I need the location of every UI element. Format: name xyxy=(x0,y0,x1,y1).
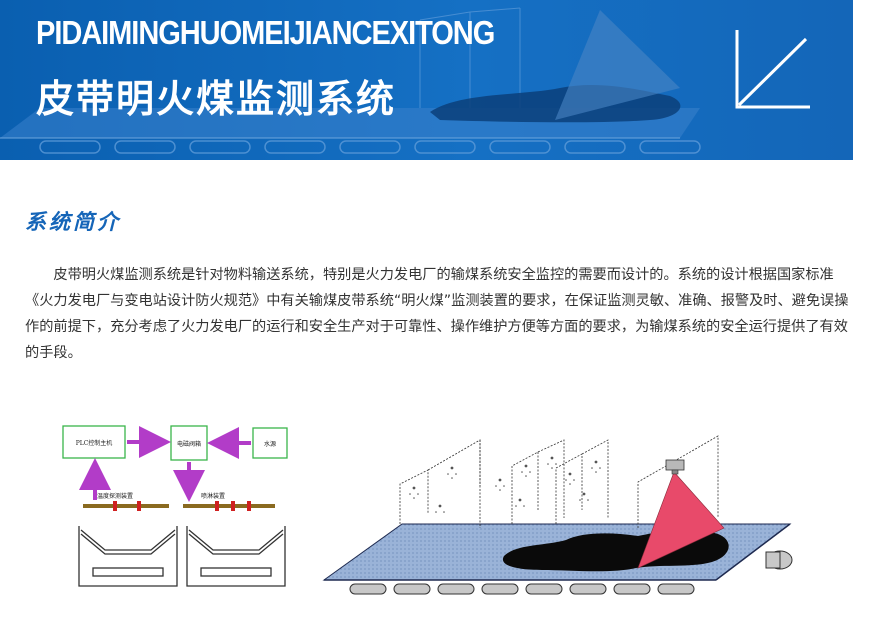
rollers xyxy=(349,583,695,595)
plc-box: PLC控制主机 xyxy=(62,425,126,459)
plc-label: PLC控制主机 xyxy=(76,439,113,447)
detector-label: 温度探测装置 xyxy=(97,492,133,500)
water-label: 水源 xyxy=(264,440,276,448)
flame-detector-icon xyxy=(665,459,685,475)
header-banner: PIDAIMINGHUOMEIJIANCEXITONG 皮带明火煤监测系统 xyxy=(0,0,853,160)
spray-pipe xyxy=(183,501,275,511)
conveyor-cross-section-right xyxy=(186,526,286,587)
conveyor-cross-section-left xyxy=(78,526,178,587)
banner-title: 皮带明火煤监测系统 xyxy=(36,77,397,121)
section-heading: 系统简介 xyxy=(25,210,121,234)
spray-label: 喷淋装置 xyxy=(201,492,225,500)
system-schematic-diagram: PLC控制主机 电磁阀箱 水源 温度探测装置 喷淋装置 xyxy=(62,425,288,587)
spray-nozzles xyxy=(409,456,601,513)
flame-detection-cone xyxy=(637,471,725,569)
intro-paragraph: 皮带明火煤监测系统是针对物料输送系统，特别是火力发电厂的输煤系统安全监控的需要而… xyxy=(25,267,849,361)
banner-background-illustration xyxy=(0,7,701,154)
water-box: 水源 xyxy=(252,427,288,459)
detector-pipe xyxy=(83,501,169,511)
belt-fire-detection-illustration xyxy=(322,435,793,595)
valve-box: 电磁阀箱 xyxy=(170,425,208,461)
valve-label: 电磁阀箱 xyxy=(177,440,201,448)
banner-pinyin-title: PIDAIMINGHUOMEIJIANCEXITONG xyxy=(36,14,495,51)
chart-arrow-logo-icon xyxy=(735,30,810,109)
spray-frames xyxy=(399,435,719,528)
